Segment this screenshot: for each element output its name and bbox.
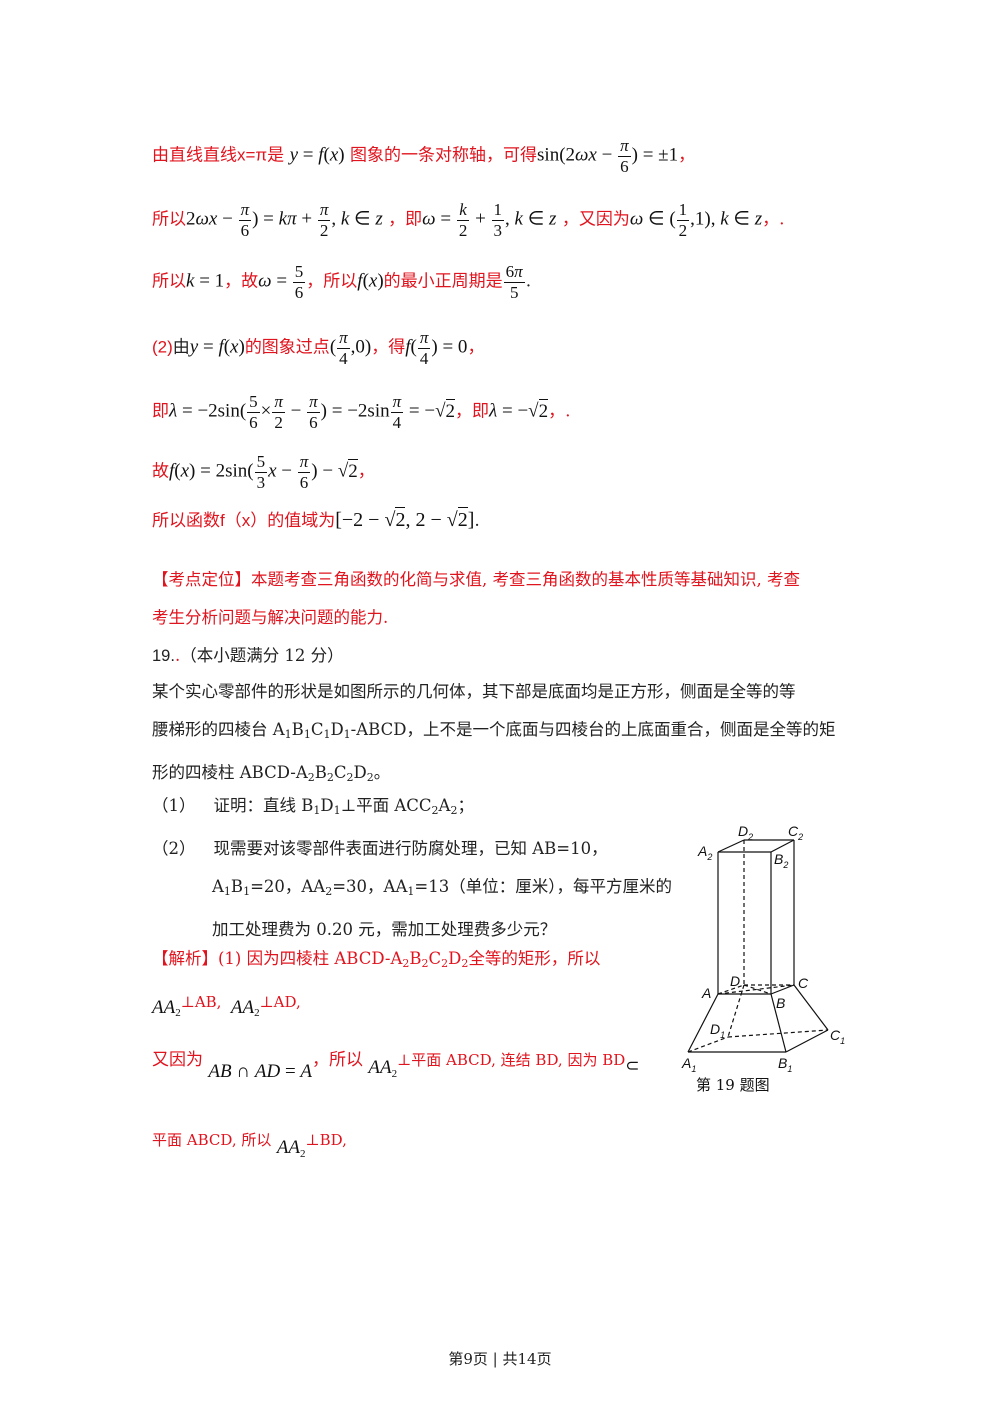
page-footer: 第9页 | 共14页 [448,1350,552,1368]
text: 图象的一条对称轴，可得 [350,145,538,166]
label-A1: A1 [681,1055,696,1074]
figure-caption: 第 19 题图 [696,1076,770,1094]
math: y [289,144,299,166]
label-D1: D1 [710,1021,725,1040]
knowledge-point: 【考点定位】本题考查三角函数的化简与求值, 考查三角函数的基本性质等基础知识, … [152,570,800,627]
solution-19: 【解析】(1) 因为四棱柱 ABCD-A2B2C2D2全等的矩形，所以 [152,949,601,970]
label-D2: D2 [738,823,753,842]
solution-19-line-3: 又因为 AB ∩ AD = A，所以 AA2⊥平面 ABCD, 连结 BD, 因… [152,1050,640,1082]
solid-diagram: A2 D2 C2 B2 A D C B D1 C1 A1 B1 第 19 题图 [681,823,845,1094]
solution-19-line-2: AA2⊥AB, AA2⊥AD, [152,993,301,1019]
label-C: C [798,975,809,991]
solution-line-7: 所以函数f（x）的值域为[−2 − √2, 2 − √2]. [152,507,480,531]
geometry-figure: A2 D2 C2 B2 A D C B D1 C1 A1 B1 第 19 题图 [676,822,856,1122]
label-B1: B1 [778,1055,792,1074]
subquestions: （1）证明：直线 B1D1⊥平面 ACC2A2； （2）现需要对该零部件表面进行… [152,796,672,939]
label-C1: C1 [830,1027,845,1046]
label-A: A [701,985,711,1001]
text: 所以 [152,209,186,230]
label-C2: C2 [788,823,803,842]
label-A2: A2 [697,843,712,862]
text: x=π [237,145,268,165]
text: 由直线直线 [152,145,237,166]
solution-19-line-4: 平面 ABCD, 所以 AA2⊥BD, [152,1131,347,1160]
text: ，即 [388,209,423,230]
question-19: 19..（本小题满分 12 分） 某个实心零部件的形状是如图所示的几何体，其下部… [152,646,836,784]
text: 是 [267,145,285,166]
label-B: B [776,995,785,1011]
label-D: D [730,973,740,989]
solution-line-1: 由直线直线x=π是 y = f(x) 图象的一条对称轴，可得sin(2ωx − … [152,136,696,176]
label-B2: B2 [774,851,788,870]
text: ，又因为 [561,209,630,230]
